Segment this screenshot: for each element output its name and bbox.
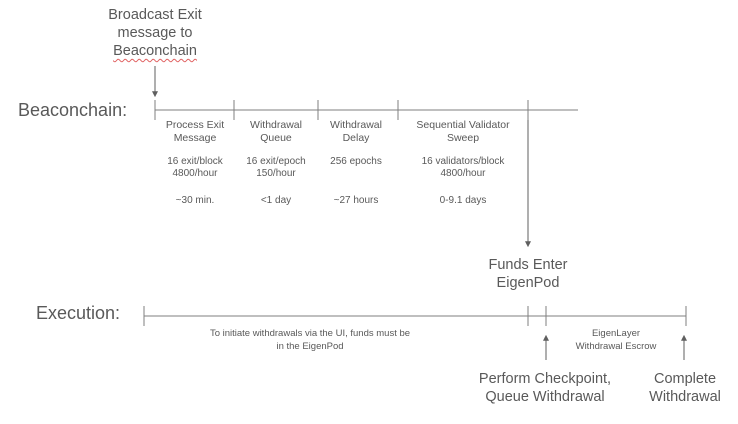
phase-title: Withdrawal Queue xyxy=(250,119,302,144)
phase-title: Sequential Validator Sweep xyxy=(416,119,510,144)
broadcast-exit-line: message to xyxy=(117,25,193,41)
phase-rate: 16 exit/block 4800/hour xyxy=(167,156,223,179)
phase-duration: 0-9.1 days xyxy=(439,195,487,206)
broadcast-exit-line: Broadcast Exit xyxy=(108,7,202,23)
execution-label: Execution: xyxy=(36,303,121,323)
phase-rate: 16 validators/block 4800/hour xyxy=(421,156,505,179)
phase-rate: 16 exit/epoch 150/hour xyxy=(246,156,306,179)
beaconchain-word: Beaconchain xyxy=(113,43,197,59)
phase-withdrawal-delay: Withdrawal Delay 256 epochs ~27 hours xyxy=(306,119,406,207)
phase-process-exit: Process Exit Message 16 exit/block 4800/… xyxy=(145,119,245,207)
execution-note: To initiate withdrawals via the UI, fund… xyxy=(209,328,411,352)
funds-enter-eigenpod: Funds Enter EigenPod xyxy=(488,257,568,291)
phase-rate: 256 epochs xyxy=(330,156,382,167)
checkpoint-action-label: Perform Checkpoint, Queue Withdrawal xyxy=(478,371,612,405)
beaconchain-label: Beaconchain: xyxy=(18,100,128,120)
complete-withdrawal-label: Complete Withdrawal xyxy=(649,371,721,405)
phase-title: Withdrawal Delay xyxy=(330,119,382,144)
broadcast-exit-note: Broadcast Exit message to Beaconchain xyxy=(95,6,215,60)
phase-duration: <1 day xyxy=(260,195,292,206)
phase-title: Process Exit Message xyxy=(165,119,225,144)
phase-validator-sweep: Sequential Validator Sweep 16 validators… xyxy=(403,119,523,207)
phase-duration: ~30 min. xyxy=(175,195,215,206)
phase-duration: ~27 hours xyxy=(333,195,379,206)
withdrawal-escrow-label: EigenLayer Withdrawal Escrow xyxy=(575,328,657,352)
phase-withdrawal-queue: Withdrawal Queue 16 exit/epoch 150/hour … xyxy=(226,119,326,207)
